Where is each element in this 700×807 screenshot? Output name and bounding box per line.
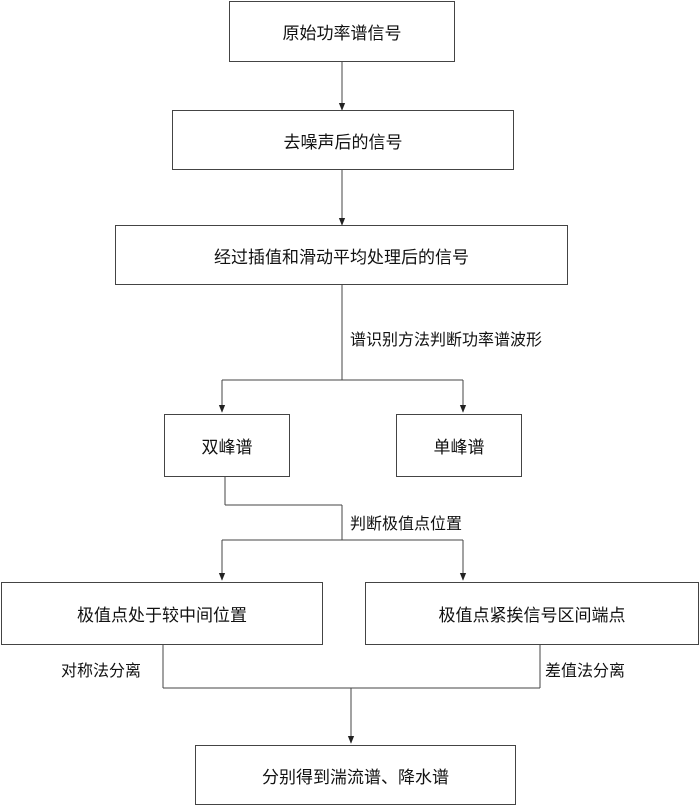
node-interpolated-signal: 经过插值和滑动平均处理后的信号 bbox=[115, 225, 568, 285]
edge-label-judge-extreme: 判断极值点位置 bbox=[350, 514, 463, 533]
node-raw-signal: 原始功率谱信号 bbox=[229, 1, 455, 62]
edge-label-identify-waveform: 谱识别方法判断功率谱波形 bbox=[350, 330, 543, 349]
node-extreme-edge: 极值点紧挨信号区间端点 bbox=[365, 582, 699, 645]
node-extreme-middle: 极值点处于较中间位置 bbox=[1, 582, 323, 645]
node-single-peak: 单峰谱 bbox=[396, 414, 522, 477]
node-denoised-signal: 去噪声后的信号 bbox=[172, 110, 514, 170]
node-result: 分别得到湍流谱、降水谱 bbox=[195, 745, 516, 805]
edge-label-difference-method: 差值法分离 bbox=[545, 661, 626, 680]
edge-label-symmetric-method: 对称法分离 bbox=[61, 661, 142, 680]
node-double-peak: 双峰谱 bbox=[164, 414, 290, 477]
